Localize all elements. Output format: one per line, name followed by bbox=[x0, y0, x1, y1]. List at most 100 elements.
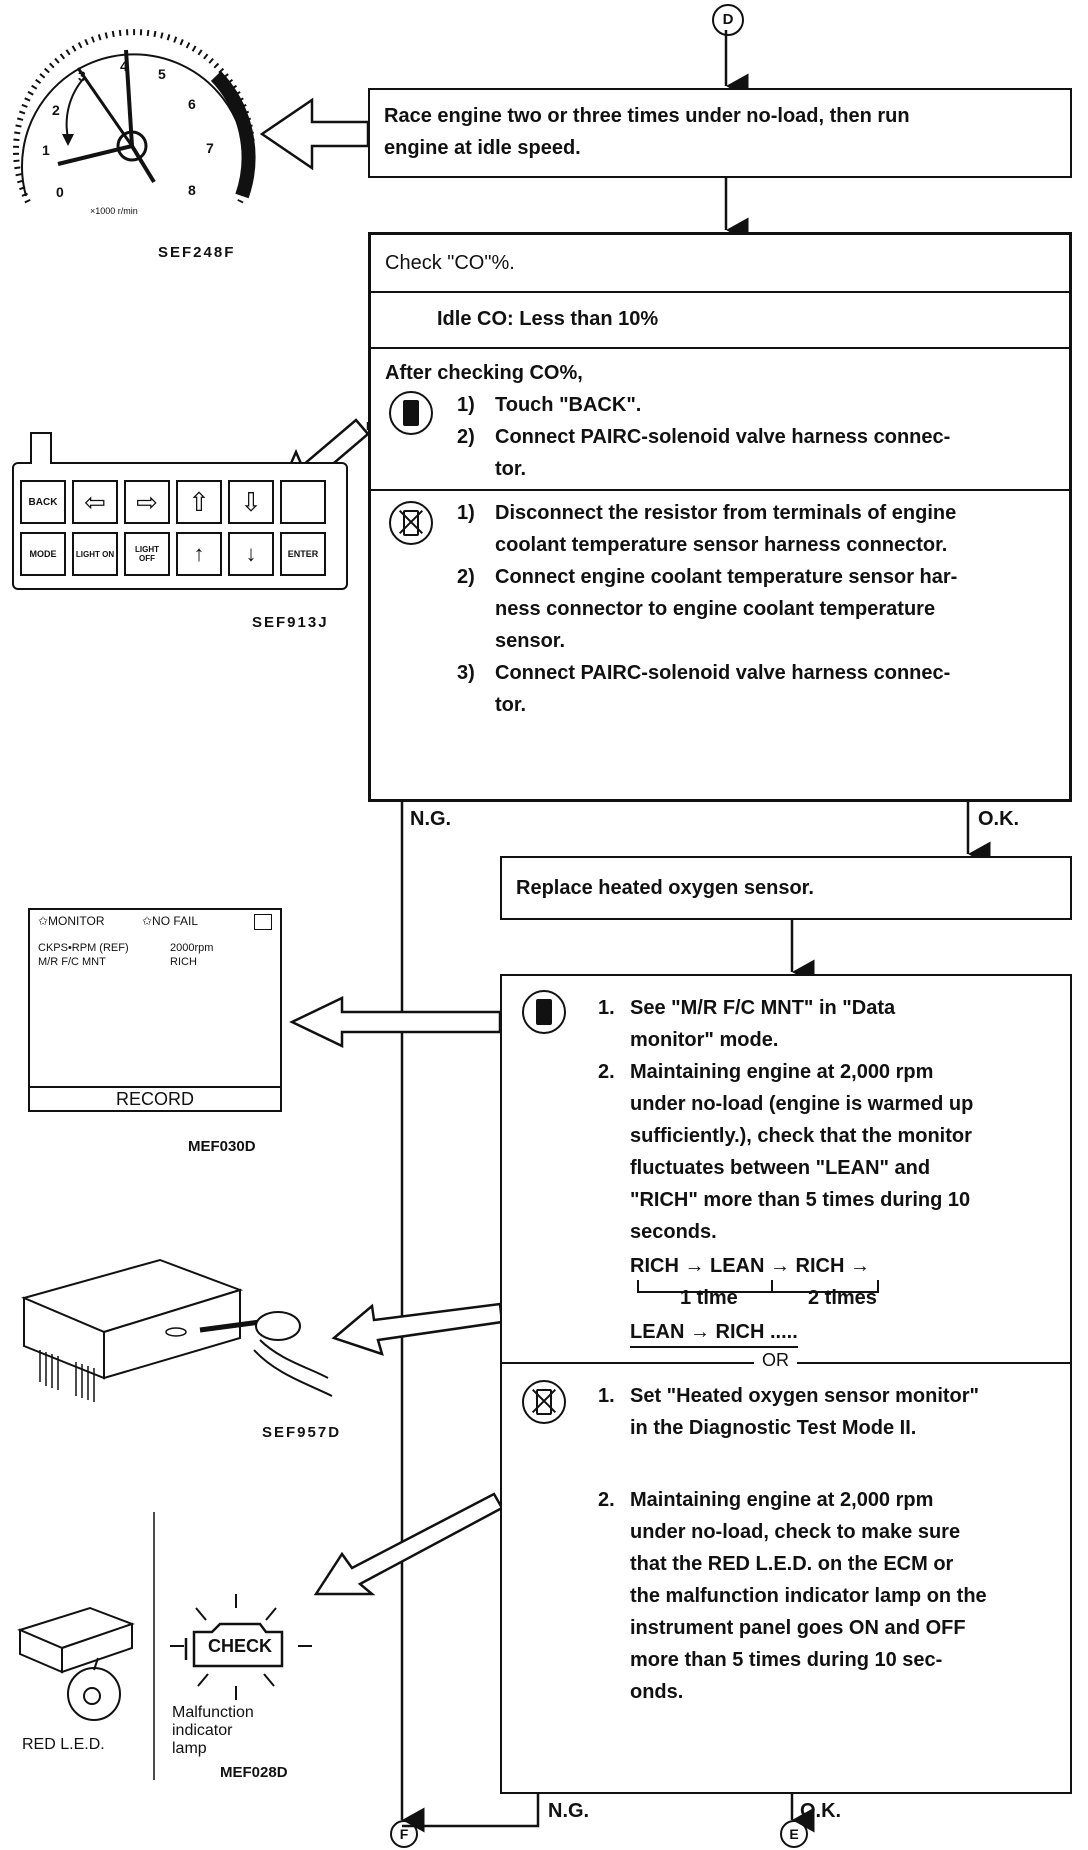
no-tool-icon-2 bbox=[522, 1380, 566, 1424]
b4-consult-1-text: See "M/R F/C MNT" in "Data bbox=[630, 997, 896, 1019]
connector-bottom-left: F bbox=[390, 1820, 418, 1848]
caption-sef913j: SEF913J bbox=[252, 614, 329, 631]
seq-time2: 2 times bbox=[808, 1287, 877, 1309]
mil-label-1: Malfunction bbox=[172, 1704, 254, 1721]
key-left-arrow: ⇦ bbox=[72, 480, 118, 524]
notool-step-2-text: Connect engine coolant temperature senso… bbox=[495, 566, 958, 588]
b4-notool-2d-text: the malfunction indicator lamp on the bbox=[630, 1585, 987, 1607]
hollow-arrow-tach bbox=[259, 97, 370, 171]
b4-notool-1b-text: in the Diagnostic Test Mode II. bbox=[630, 1417, 917, 1439]
caption-mef030d: MEF030D bbox=[188, 1138, 256, 1155]
b4-notool-2c-text: that the RED L.E.D. on the ECM or bbox=[630, 1553, 954, 1575]
monitor-row1-value: 2000rpm bbox=[170, 942, 214, 954]
b4-consult-2d-text: fluctuates between "LEAN" and bbox=[630, 1157, 931, 1179]
key-enter: ENTER bbox=[280, 532, 326, 576]
consult-tool-icon bbox=[389, 391, 433, 435]
notool-step-1-num: 1) bbox=[457, 502, 475, 524]
b4-notool-2b-text: under no-load, check to make sure bbox=[630, 1521, 961, 1543]
tick-2: 2 bbox=[52, 102, 60, 118]
ecm-figure bbox=[10, 1250, 340, 1410]
box1-line2: engine at idle speed. bbox=[384, 137, 581, 159]
check-engine-lamp-icon bbox=[170, 1594, 312, 1700]
tachometer-figure: 0 1 2 3 4 5 6 7 8 ×1000 r/min bbox=[6, 6, 256, 226]
red-led-figure bbox=[14, 1600, 144, 1740]
consult-step-2-num: 2) bbox=[457, 426, 475, 448]
caption-mef028d: MEF028D bbox=[220, 1764, 288, 1781]
notool-step-1-text: Disconnect the resistor from terminals o… bbox=[495, 502, 957, 524]
data-monitor-screen: ✩MONITOR ✩NO FAIL CKPS•RPM (REF) 2000rpm… bbox=[28, 908, 282, 1112]
or-label: OR bbox=[754, 1350, 797, 1371]
key-down-arrow: ⇩ bbox=[228, 480, 274, 524]
tick-6: 6 bbox=[188, 96, 196, 112]
b4-consult-1-num: 1. bbox=[598, 997, 615, 1019]
ng-line-box4 bbox=[402, 1794, 540, 1828]
seq-brackets bbox=[637, 1280, 879, 1293]
notool-step-3b-text: tor. bbox=[495, 694, 527, 716]
b4-notool-2-text: Maintaining engine at 2,000 rpm bbox=[630, 1489, 934, 1511]
record-button: RECORD bbox=[28, 1086, 282, 1112]
hollow-arrow-ecm bbox=[331, 1302, 504, 1356]
b4-consult-2f-text: seconds. bbox=[630, 1221, 717, 1243]
ecm-red-led-icon bbox=[17, 1606, 135, 1721]
tach-scale-label: ×1000 r/min bbox=[90, 206, 138, 216]
b4-consult-2-text: Maintaining engine at 2,000 rpm bbox=[630, 1061, 934, 1083]
b4-notool-2g-text: onds. bbox=[630, 1681, 684, 1703]
notool-step-3-text: Connect PAIRC-solenoid valve harness con… bbox=[495, 662, 951, 684]
notool-step-1b-text: coolant temperature sensor harness conne… bbox=[495, 534, 948, 556]
hollow-arrow-mil bbox=[313, 1492, 504, 1596]
caption-sef248f: SEF248F bbox=[158, 244, 236, 261]
monitor-header-right: ✩NO FAIL bbox=[142, 914, 199, 928]
tachometer-icon bbox=[13, 29, 256, 204]
connector-bottom-right: E bbox=[780, 1820, 808, 1848]
tick-0: 0 bbox=[56, 184, 64, 200]
seq-time1: 1 time bbox=[680, 1287, 738, 1309]
key-light-on: LIGHT ON bbox=[72, 532, 118, 576]
key-blank bbox=[280, 480, 326, 524]
finger-pointer-icon bbox=[30, 432, 52, 464]
box-race-engine: Race engine two or three times under no-… bbox=[368, 88, 1072, 178]
notool-step-2c-text: sensor. bbox=[495, 630, 566, 652]
ecm-with-screwdriver-icon bbox=[20, 1258, 333, 1402]
consult-step-1-text: Touch "BACK". bbox=[495, 394, 642, 416]
key-right-arrow: ⇨ bbox=[124, 480, 170, 524]
mil-label-3: lamp bbox=[172, 1740, 207, 1757]
monitor-header-left: ✩MONITOR bbox=[38, 914, 105, 928]
box1-line1: Race engine two or three times under no-… bbox=[384, 105, 910, 127]
tick-3: 3 bbox=[78, 68, 86, 84]
seq-line2: LEAN → RICH ..... bbox=[630, 1318, 798, 1348]
branch1-ng-label: N.G. bbox=[410, 808, 452, 830]
key-thin-up: ↑ bbox=[176, 532, 222, 576]
tick-7: 7 bbox=[206, 140, 214, 156]
key-up-arrow: ⇧ bbox=[176, 480, 222, 524]
b4-consult-2-num: 2. bbox=[598, 1061, 615, 1083]
b4-consult-1b-text: monitor" mode. bbox=[630, 1029, 779, 1051]
consult-step-2b-text: tor. bbox=[495, 458, 527, 480]
caption-sef957d: SEF957D bbox=[262, 1424, 342, 1441]
monitor-row1-label: CKPS•RPM (REF) bbox=[38, 942, 129, 954]
box3-text: Replace heated oxygen sensor. bbox=[516, 877, 814, 899]
box-check-co: Check "CO"%. Idle CO: Less than 10% Afte… bbox=[368, 232, 1072, 802]
after-checking: After checking CO%, bbox=[385, 362, 583, 384]
check-text: CHECK bbox=[208, 1636, 273, 1656]
consult-step-2-text: Connect PAIRC-solenoid valve harness con… bbox=[495, 426, 951, 448]
key-back: BACK bbox=[20, 480, 66, 524]
branch2-ng-label: N.G. bbox=[548, 1800, 590, 1822]
monitor-corner-box bbox=[254, 914, 272, 930]
b4-consult-2e-text: "RICH" more than 5 times during 10 bbox=[630, 1189, 971, 1211]
notool-step-3-num: 3) bbox=[457, 662, 475, 684]
key-thin-down: ↓ bbox=[228, 532, 274, 576]
hollow-arrow-monitor bbox=[289, 996, 502, 1048]
branch1-ok-label: O.K. bbox=[978, 808, 1020, 830]
tick-1: 1 bbox=[42, 142, 50, 158]
led-label: RED L.E.D. bbox=[22, 1736, 105, 1753]
notool-step-2b-text: ness connector to engine coolant tempera… bbox=[495, 598, 936, 620]
seq-line1: RICH → LEAN → RICH → bbox=[630, 1255, 870, 1277]
b4-notool-2e-text: instrument panel goes ON and OFF bbox=[630, 1617, 966, 1639]
notool-step-2-num: 2) bbox=[457, 566, 475, 588]
monitor-row2-label: M/R F/C MNT bbox=[38, 956, 106, 968]
box-monitor-check: 1. See "M/R F/C MNT" in "Data monitor" m… bbox=[500, 974, 1072, 1794]
key-mode: MODE bbox=[20, 532, 66, 576]
b4-consult-2c-text: sufficiently.), check that the monitor bbox=[630, 1125, 972, 1147]
b4-notool-1-text: Set "Heated oxygen sensor monitor" bbox=[630, 1385, 980, 1407]
consult-tool-icon-2 bbox=[522, 990, 566, 1034]
